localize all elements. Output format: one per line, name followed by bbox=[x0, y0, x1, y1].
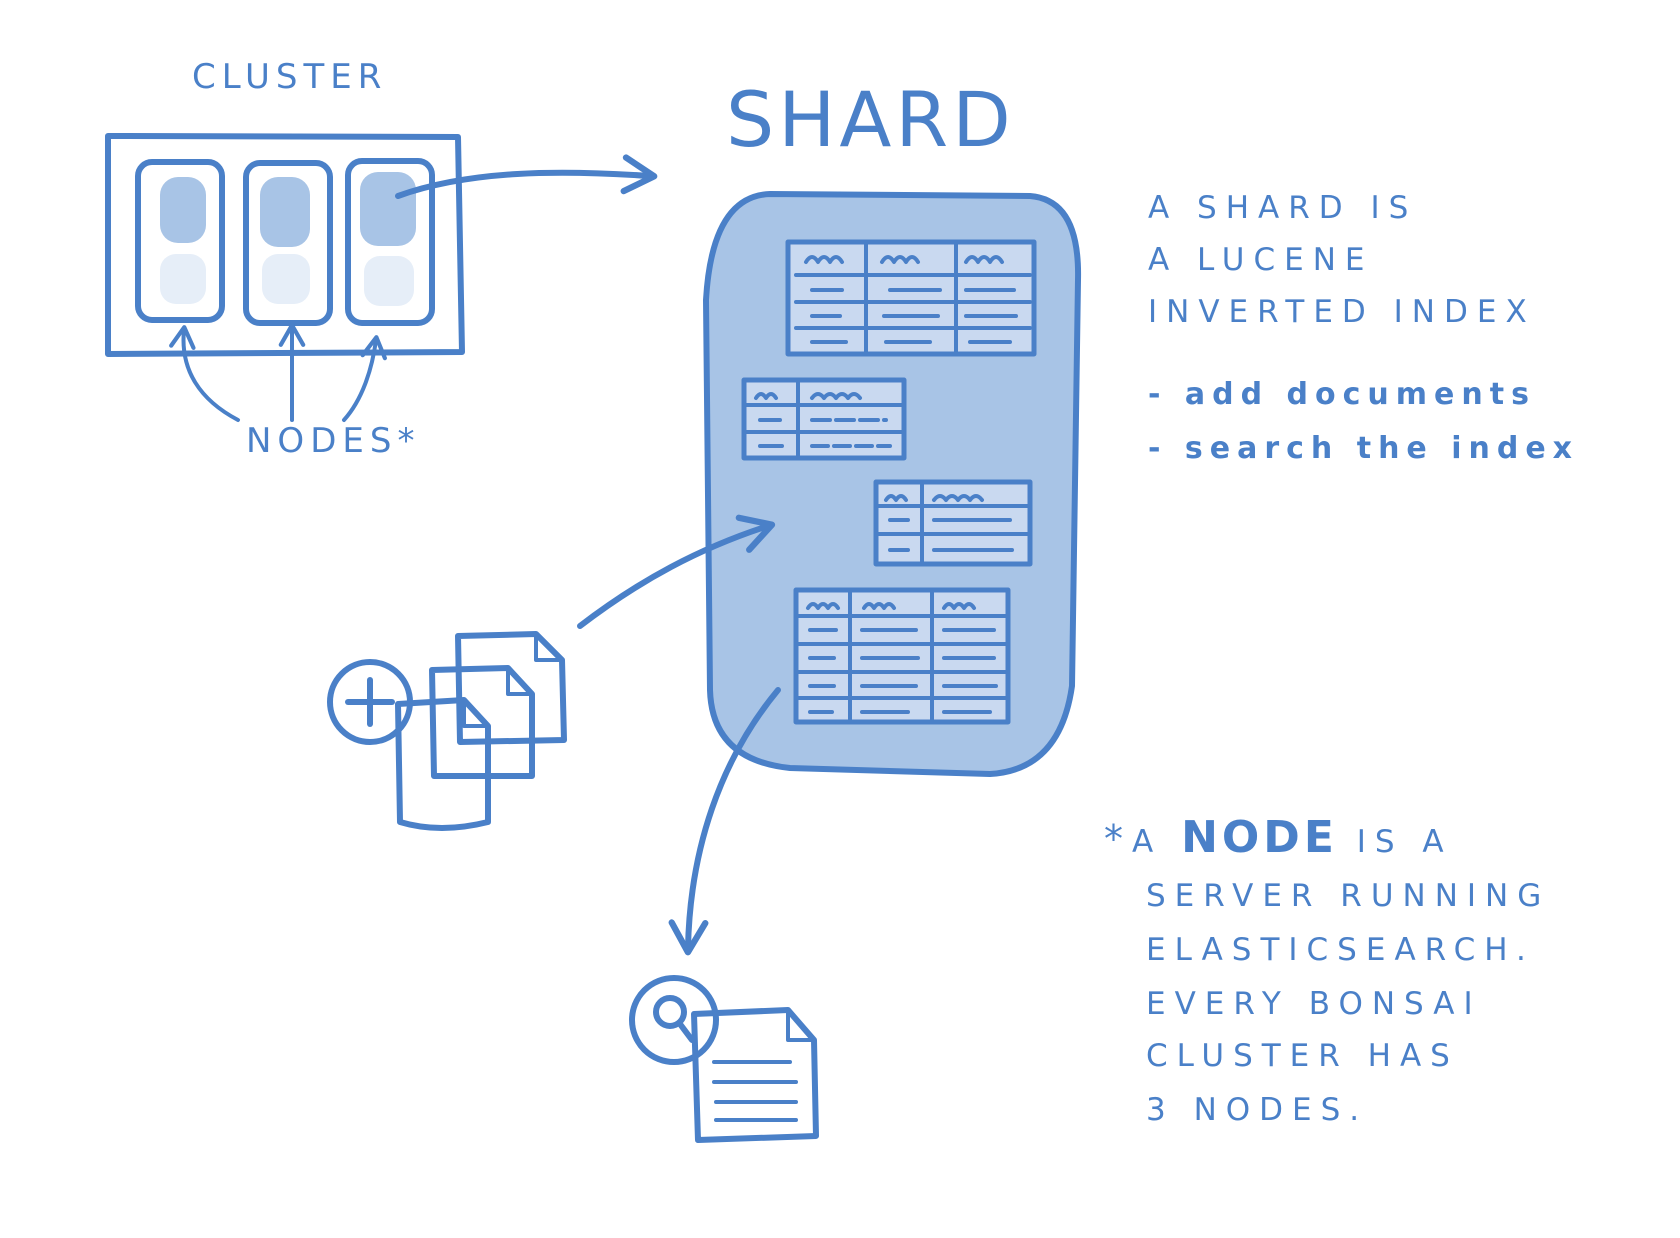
cluster-box bbox=[105, 133, 465, 357]
definition-line-3: INVERTED INDEX bbox=[1148, 294, 1536, 330]
footnote-marker: * bbox=[1104, 817, 1132, 861]
nodes-pointer-arrows bbox=[169, 323, 387, 422]
shard-table-1 bbox=[785, 239, 1037, 357]
documents-icon bbox=[395, 631, 567, 831]
shard-definition: A SHARD IS A LUCENE INVERTED INDEX bbox=[1148, 190, 1536, 330]
search-results-icon-group bbox=[629, 975, 819, 1143]
add-documents-icon-group bbox=[327, 631, 567, 831]
operation-add-documents: - add documents bbox=[1148, 377, 1536, 412]
footnote-line-3: ELASTICSEARCH. bbox=[1146, 932, 1535, 968]
footnote-line-6: 3 NODES. bbox=[1146, 1092, 1368, 1128]
footnote-line-5: CLUSTER HAS bbox=[1146, 1038, 1459, 1074]
operation-search-index: - search the index bbox=[1148, 431, 1579, 466]
footnote-line-1: *A NODE IS A bbox=[1104, 812, 1453, 863]
add-documents-arrow bbox=[577, 514, 776, 629]
shard-operations: - add documents - search the index bbox=[1148, 377, 1579, 466]
node-3 bbox=[345, 158, 435, 326]
magnifier-icon bbox=[629, 975, 719, 1065]
search-result-document-icon bbox=[691, 1007, 819, 1143]
shard-table-2 bbox=[741, 377, 907, 461]
search-index-arrow bbox=[668, 687, 781, 956]
shard-table-4 bbox=[793, 587, 1011, 725]
node-footnote: *A NODE IS A SERVER RUNNING ELASTICSEARC… bbox=[1104, 812, 1550, 1128]
footnote-post: IS A bbox=[1338, 824, 1453, 860]
cluster-label: CLUSTER bbox=[192, 57, 387, 97]
footnote-term: NODE bbox=[1181, 812, 1338, 863]
nodes-label: NODES* bbox=[246, 421, 420, 461]
footnote-line-2: SERVER RUNNING bbox=[1146, 878, 1550, 914]
cluster-to-shard-arrow bbox=[395, 154, 658, 199]
shard-title: SHARD bbox=[726, 75, 1015, 164]
definition-line-2: A LUCENE bbox=[1148, 242, 1374, 278]
footnote-line-4: EVERY BONSAI bbox=[1146, 986, 1482, 1022]
node-1 bbox=[135, 159, 225, 323]
node-2 bbox=[243, 160, 333, 326]
footnote-pre: A bbox=[1132, 824, 1181, 860]
plus-icon bbox=[327, 659, 413, 745]
shard-table-3 bbox=[873, 479, 1033, 567]
definition-line-1: A SHARD IS bbox=[1148, 190, 1417, 226]
